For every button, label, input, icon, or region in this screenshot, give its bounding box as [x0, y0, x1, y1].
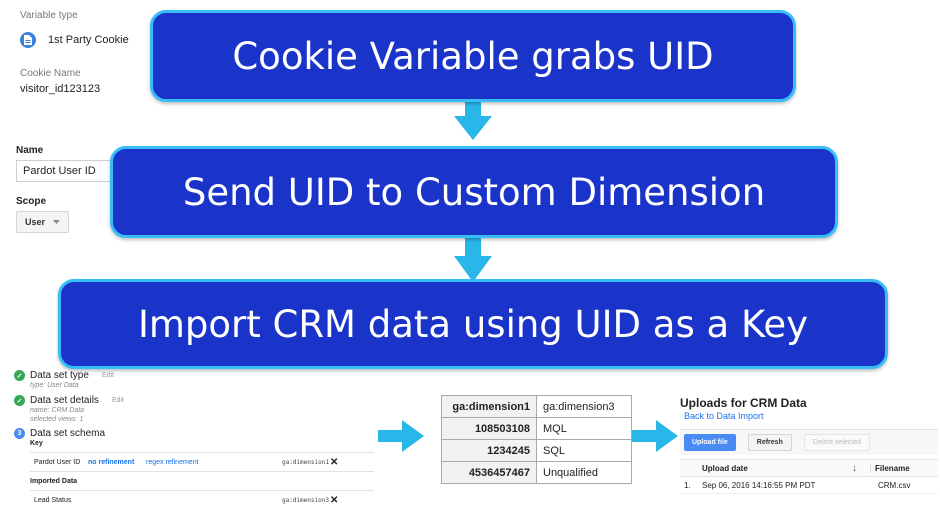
table-cell: SQL: [536, 439, 632, 462]
uploads-title: Uploads for CRM Data: [680, 396, 807, 410]
table-row: ga:dimension1 ga:dimension3: [441, 395, 632, 418]
step-data-set-details: ✓ Data set details Edit: [14, 395, 374, 406]
step-sub: type: User Data: [30, 382, 79, 389]
banner-text: Cookie Variable grabs UID: [232, 34, 714, 78]
step-title: Data set type: [30, 370, 89, 381]
table-row: 1234245 SQL: [441, 439, 632, 462]
column-header-filename[interactable]: Filename: [870, 463, 910, 473]
banner-custom-dimension: Send UID to Custom Dimension: [110, 146, 838, 238]
table-row[interactable]: 1. Sep 06, 2016 14:16:55 PM PDT CRM.csv: [680, 477, 938, 494]
dimension-code: ga:dimension3: [282, 496, 329, 504]
refinement-option[interactable]: no refinement: [88, 458, 135, 466]
check-icon: ✓: [14, 370, 25, 381]
close-icon[interactable]: ✕: [330, 494, 339, 506]
table-header-cell: ga:dimension1: [441, 395, 537, 418]
row-number: 1.: [684, 480, 691, 490]
variable-type-label: Variable type: [20, 10, 78, 21]
key-name: Pardot User ID: [34, 458, 81, 466]
step-title: Data set details: [30, 395, 99, 406]
name-label: Name: [16, 145, 44, 156]
variable-type-row[interactable]: 1st Party Cookie: [20, 32, 129, 48]
uploads-table-header: Upload date ↓ Filename: [680, 459, 938, 477]
step-sub: name: CRM Data: [30, 407, 85, 414]
delete-selected-button[interactable]: Delete selected: [803, 434, 871, 451]
cookie-variable-icon: [20, 32, 36, 48]
table-cell: Unqualified: [536, 461, 632, 484]
dimension-code: ga:dimension1: [282, 458, 329, 466]
arrow-right-icon: [632, 420, 678, 452]
upload-file-button[interactable]: Upload file: [684, 434, 736, 451]
chevron-down-icon: [53, 220, 61, 224]
arrow-down-icon: [454, 100, 492, 140]
cookie-name-label: Cookie Name: [20, 68, 81, 79]
banner-cookie-variable: Cookie Variable grabs UID: [150, 10, 796, 102]
scope-dropdown[interactable]: User: [16, 211, 70, 233]
name-input[interactable]: Pardot User ID: [16, 160, 141, 182]
edit-link[interactable]: Edit: [111, 397, 124, 404]
step-number-badge: 3: [14, 428, 25, 439]
column-header-upload-date[interactable]: Upload date: [702, 463, 748, 473]
step-data-set-schema: 3 Data set schema: [14, 428, 374, 439]
check-icon: ✓: [14, 395, 25, 406]
imported-name: Lead Status: [34, 496, 72, 504]
data-set-panel: ✓ Data set type Edit type: User Data ✓ D…: [14, 370, 374, 509]
banner-text: Import CRM data using UID as a Key: [137, 302, 809, 346]
refresh-button[interactable]: Refresh: [747, 434, 792, 451]
edit-link[interactable]: Edit: [101, 372, 114, 379]
step-sub: selected views: 1: [30, 416, 84, 423]
imported-data-header: Imported Data: [30, 478, 78, 485]
step-title: Data set schema: [30, 428, 106, 439]
filename-cell: CRM.csv: [878, 480, 911, 490]
arrow-down-icon: [454, 236, 492, 282]
dimension-table: ga:dimension1 ga:dimension3 108503108 MQ…: [441, 395, 632, 484]
table-row: 108503108 MQL: [441, 417, 632, 440]
key-header: Key: [30, 440, 43, 447]
uploads-toolbar: Upload file Refresh Delete selected: [680, 429, 938, 455]
upload-date-cell: Sep 06, 2016 14:16:55 PM PDT: [702, 480, 816, 490]
variable-type-value: 1st Party Cookie: [48, 34, 129, 46]
scope-value: User: [25, 217, 46, 227]
back-to-data-import-link[interactable]: Back to Data Import: [684, 411, 764, 421]
arrow-right-icon: [378, 420, 424, 452]
refinement-option[interactable]: regex refinement: [146, 458, 199, 466]
sort-arrow-icon[interactable]: ↓: [852, 462, 857, 474]
cookie-name-value: visitor_id123123: [20, 83, 101, 95]
key-row: Pardot User ID no refinement regex refin…: [30, 452, 374, 472]
banner-import-crm: Import CRM data using UID as a Key: [58, 279, 888, 369]
step-data-set-type: ✓ Data set type Edit: [14, 370, 374, 381]
table-cell: 108503108: [441, 417, 537, 440]
uploads-panel: Uploads for CRM Data Back to Data Import…: [680, 396, 938, 494]
table-row: 4536457467 Unqualified: [441, 461, 632, 484]
table-cell: MQL: [536, 417, 632, 440]
close-icon[interactable]: ✕: [330, 456, 339, 468]
table-cell: 1234245: [441, 439, 537, 462]
imported-row: Lead Status ga:dimension3 ✕: [30, 490, 374, 509]
scope-label: Scope: [16, 196, 47, 207]
table-cell: 4536457467: [441, 461, 537, 484]
banner-text: Send UID to Custom Dimension: [182, 170, 766, 214]
table-header-cell: ga:dimension3: [536, 395, 632, 418]
